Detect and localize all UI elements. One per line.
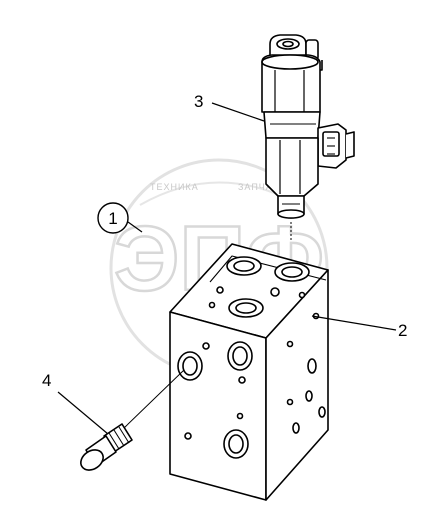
solenoid-valve <box>261 34 355 242</box>
callout-1-circle <box>97 202 129 234</box>
leader-line-4 <box>57 391 109 435</box>
callout-1-label: 1 <box>108 209 117 228</box>
valve-block <box>169 243 329 501</box>
callout-4-label: 4 <box>42 371 51 390</box>
leader-lines <box>57 102 397 435</box>
leader-line-3 <box>211 102 265 122</box>
watermark-top-text-right: ЗАПЧАСТИ <box>238 182 294 192</box>
watermark-top-text-left: ТЕХНИКА <box>150 182 199 192</box>
leader-line-1 <box>127 221 143 233</box>
callout-1: 1 <box>97 202 129 234</box>
leader-line-2 <box>311 315 397 331</box>
plug-screw <box>80 423 133 471</box>
callout-3-label: 3 <box>194 92 203 111</box>
callout-2-label: 2 <box>398 321 407 340</box>
leader-line-4-axis <box>123 369 185 429</box>
